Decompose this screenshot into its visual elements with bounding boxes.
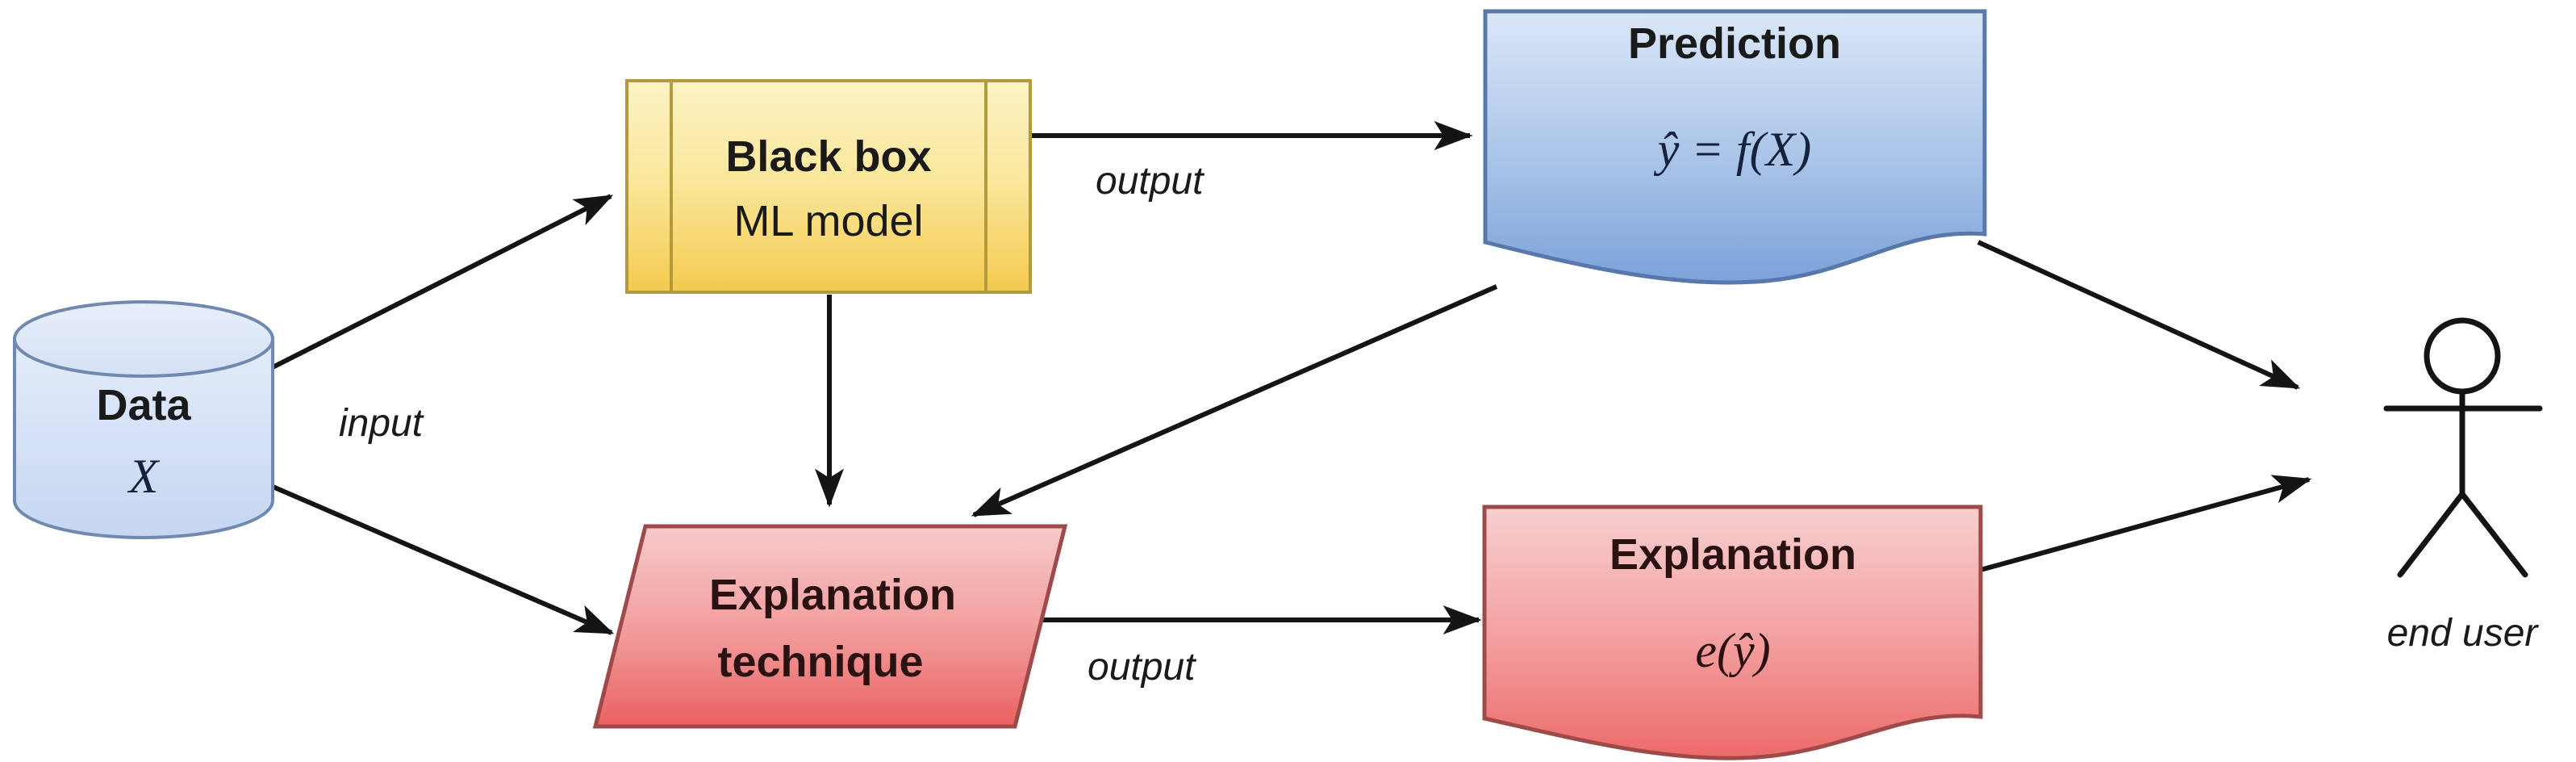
edge-line xyxy=(1980,475,2312,572)
explanation-document[interactable]: Explanation e(ŷ) xyxy=(1482,505,1983,760)
prediction-body xyxy=(1483,9,1987,285)
explanation-technique-body xyxy=(592,524,1068,729)
explanation-title: Explanation xyxy=(1609,530,1856,579)
edge-label-input: input xyxy=(339,402,424,445)
black-box-process[interactable]: Black box ML model xyxy=(625,79,1032,294)
edge-prediction-to-end-user xyxy=(1977,240,2301,390)
prediction-document[interactable]: Prediction ŷ = f(X) xyxy=(1483,9,1987,285)
cylinder-body xyxy=(13,337,274,539)
edge-label-output-bottom: output xyxy=(1088,646,1196,689)
actor-head-icon xyxy=(2424,317,2501,395)
edge-data-to-black-box xyxy=(269,194,614,371)
data-title: Data xyxy=(96,381,191,429)
prediction-title: Prediction xyxy=(1628,19,1841,68)
black-box-title: Black box xyxy=(725,132,931,181)
edge-explanation-to-end-user xyxy=(1980,475,2312,572)
explanation-math: e(ŷ) xyxy=(1695,624,1770,677)
edge-line xyxy=(269,484,615,635)
edge-line xyxy=(1977,240,2301,390)
explanation-technique-title-line1: Explanation xyxy=(709,571,956,619)
edge-line xyxy=(269,194,614,371)
edge-label-output-top: output xyxy=(1096,160,1204,203)
explanation-technique-parallelogram[interactable]: Explanation technique xyxy=(592,524,1068,729)
data-cylinder[interactable]: Data X xyxy=(13,300,274,539)
explanation-technique-title-line2: technique xyxy=(717,638,923,686)
end-user-label: end user xyxy=(2387,612,2540,655)
actor-left-leg-icon xyxy=(2397,491,2465,578)
black-box-subtitle: ML model xyxy=(733,197,923,245)
cylinder-top xyxy=(13,300,274,378)
black-box-body xyxy=(625,79,1032,294)
edge-line xyxy=(971,284,1498,517)
explanation-body xyxy=(1482,505,1983,760)
end-user-actor[interactable]: end user xyxy=(2383,317,2543,655)
prediction-math: ŷ = f(X) xyxy=(1653,123,1811,176)
edge-data-to-explanation-technique xyxy=(269,484,615,635)
edge-prediction-to-explanation-technique xyxy=(971,284,1498,517)
data-math: X xyxy=(127,450,161,503)
actor-right-leg-icon xyxy=(2459,491,2528,578)
